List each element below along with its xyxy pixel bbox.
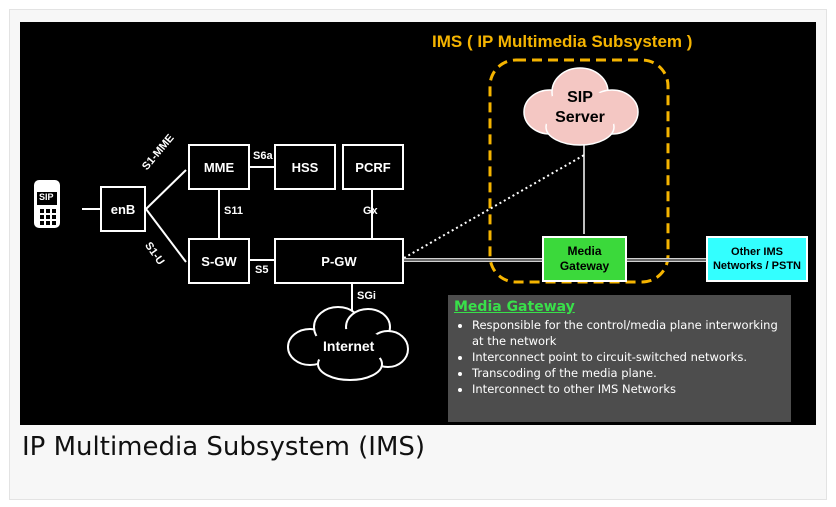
mobile-phone-icon — [34, 180, 60, 228]
sip-server-label: SIP Server — [540, 88, 620, 128]
media-gateway-box: Media Gateway — [542, 236, 627, 282]
sip-server-cloud — [523, 67, 639, 146]
pgw-box: P-GW — [274, 238, 404, 284]
ims-architecture-diagram: SIP IMS ( IP Multimedia Subsystem ) enB … — [20, 22, 816, 425]
link-enb-mme — [145, 169, 187, 210]
link-enb-sgw — [145, 208, 187, 263]
s5-label: S5 — [255, 264, 269, 276]
hss-box: HSS — [274, 144, 336, 190]
sgi-label: SGi — [357, 290, 376, 302]
figure-caption: IP Multimedia Subsystem (IMS) — [22, 432, 426, 462]
ims-boundary — [488, 58, 670, 284]
sip-server-label-line1: SIP — [567, 89, 593, 106]
internet-cloud — [287, 306, 409, 381]
sip-server-label-line2: Server — [555, 109, 605, 126]
info-box-bullets: Responsible for the control/media plane … — [454, 317, 785, 397]
info-bullet: Interconnect to other IMS Networks — [472, 381, 785, 397]
diagram-lines — [34, 58, 706, 381]
enb-box: enB — [100, 186, 146, 232]
info-bullet: Interconnect point to circuit-switched n… — [472, 349, 785, 365]
pcrf-box: PCRF — [342, 144, 404, 190]
sgw-box: S-GW — [188, 238, 250, 284]
media-gateway-info-box: Media Gateway Responsible for the contro… — [448, 295, 791, 422]
s6a-label: S6a — [253, 150, 273, 162]
phone-sip-label: SIP — [39, 192, 54, 202]
mme-box: MME — [188, 144, 250, 190]
ims-title: IMS ( IP Multimedia Subsystem ) — [432, 32, 693, 51]
gx-label: Gx — [363, 205, 378, 217]
info-bullet: Responsible for the control/media plane … — [472, 317, 785, 349]
internet-label: Internet — [323, 338, 375, 354]
s11-label: S11 — [224, 205, 243, 217]
info-box-title: Media Gateway — [454, 299, 575, 315]
other-ims-networks-box: Other IMS Networks / PSTN — [706, 236, 808, 282]
info-bullet: Transcoding of the media plane. — [472, 365, 785, 381]
